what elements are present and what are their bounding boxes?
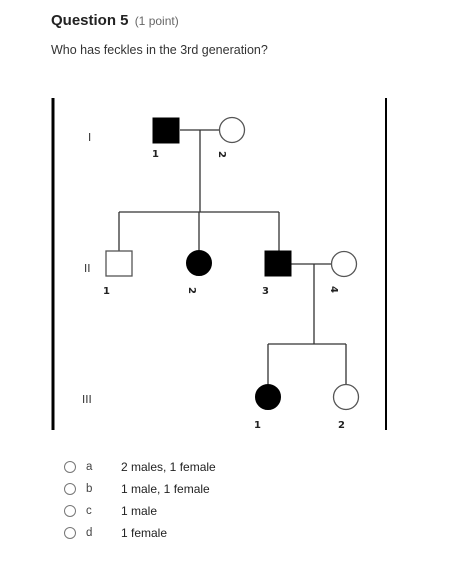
pedigree-chart: I II III 1 2 1 2 3 4 1 2 bbox=[51, 98, 387, 431]
individual-number-gen2-3: 3 bbox=[262, 286, 269, 297]
individual-number-gen2-1: 1 bbox=[103, 286, 110, 297]
answer-option-c[interactable]: c 1 male bbox=[64, 500, 216, 522]
individual-number-gen3-1: 1 bbox=[254, 420, 261, 431]
individual-gen2-2-affected-female bbox=[186, 250, 212, 276]
generation-label-1: I bbox=[88, 131, 91, 144]
pedigree-lines bbox=[118, 129, 347, 384]
option-letter: b bbox=[86, 483, 93, 495]
generation-label-3: III bbox=[82, 393, 92, 406]
individual-number-gen2-4: 4 bbox=[328, 286, 339, 293]
individual-number-gen1-1: 1 bbox=[152, 149, 159, 160]
answer-option-d[interactable]: d 1 female bbox=[64, 522, 216, 544]
generation-label-2: II bbox=[84, 262, 91, 275]
option-text: 1 female bbox=[121, 526, 168, 540]
question-title: Question 5 bbox=[51, 12, 129, 29]
option-text: 1 male bbox=[121, 504, 158, 518]
individual-gen1-2-female bbox=[218, 116, 246, 144]
radio-button-b[interactable] bbox=[64, 483, 76, 495]
individual-number-gen2-2: 2 bbox=[186, 287, 197, 294]
answer-option-a[interactable]: a 2 males, 1 female bbox=[64, 456, 216, 478]
answer-options: a 2 males, 1 female b 1 male, 1 female c… bbox=[64, 456, 216, 544]
individual-gen3-2-female bbox=[332, 383, 360, 411]
radio-button-c[interactable] bbox=[64, 505, 76, 517]
option-letter: d bbox=[86, 527, 93, 539]
option-letter: a bbox=[86, 461, 93, 473]
radio-button-d[interactable] bbox=[64, 527, 76, 539]
option-letter: c bbox=[86, 505, 92, 517]
individual-number-gen3-2: 2 bbox=[338, 420, 345, 431]
individual-gen2-1-male bbox=[105, 250, 133, 277]
question-text: Who has feckles in the 3rd generation? bbox=[51, 43, 268, 57]
individual-number-gen1-2: 2 bbox=[216, 151, 227, 158]
option-text: 1 male, 1 female bbox=[121, 482, 210, 496]
individual-gen2-4-female bbox=[330, 250, 358, 278]
individual-gen3-1-affected-female bbox=[255, 384, 281, 410]
individual-gen2-3-affected-male bbox=[264, 250, 292, 277]
option-text: 2 males, 1 female bbox=[121, 460, 216, 474]
question-header: Question 5 (1 point) bbox=[51, 12, 179, 29]
question-points: (1 point) bbox=[134, 14, 179, 28]
individual-gen1-1-affected-male bbox=[152, 117, 180, 144]
radio-button-a[interactable] bbox=[64, 461, 76, 473]
answer-option-b[interactable]: b 1 male, 1 female bbox=[64, 478, 216, 500]
